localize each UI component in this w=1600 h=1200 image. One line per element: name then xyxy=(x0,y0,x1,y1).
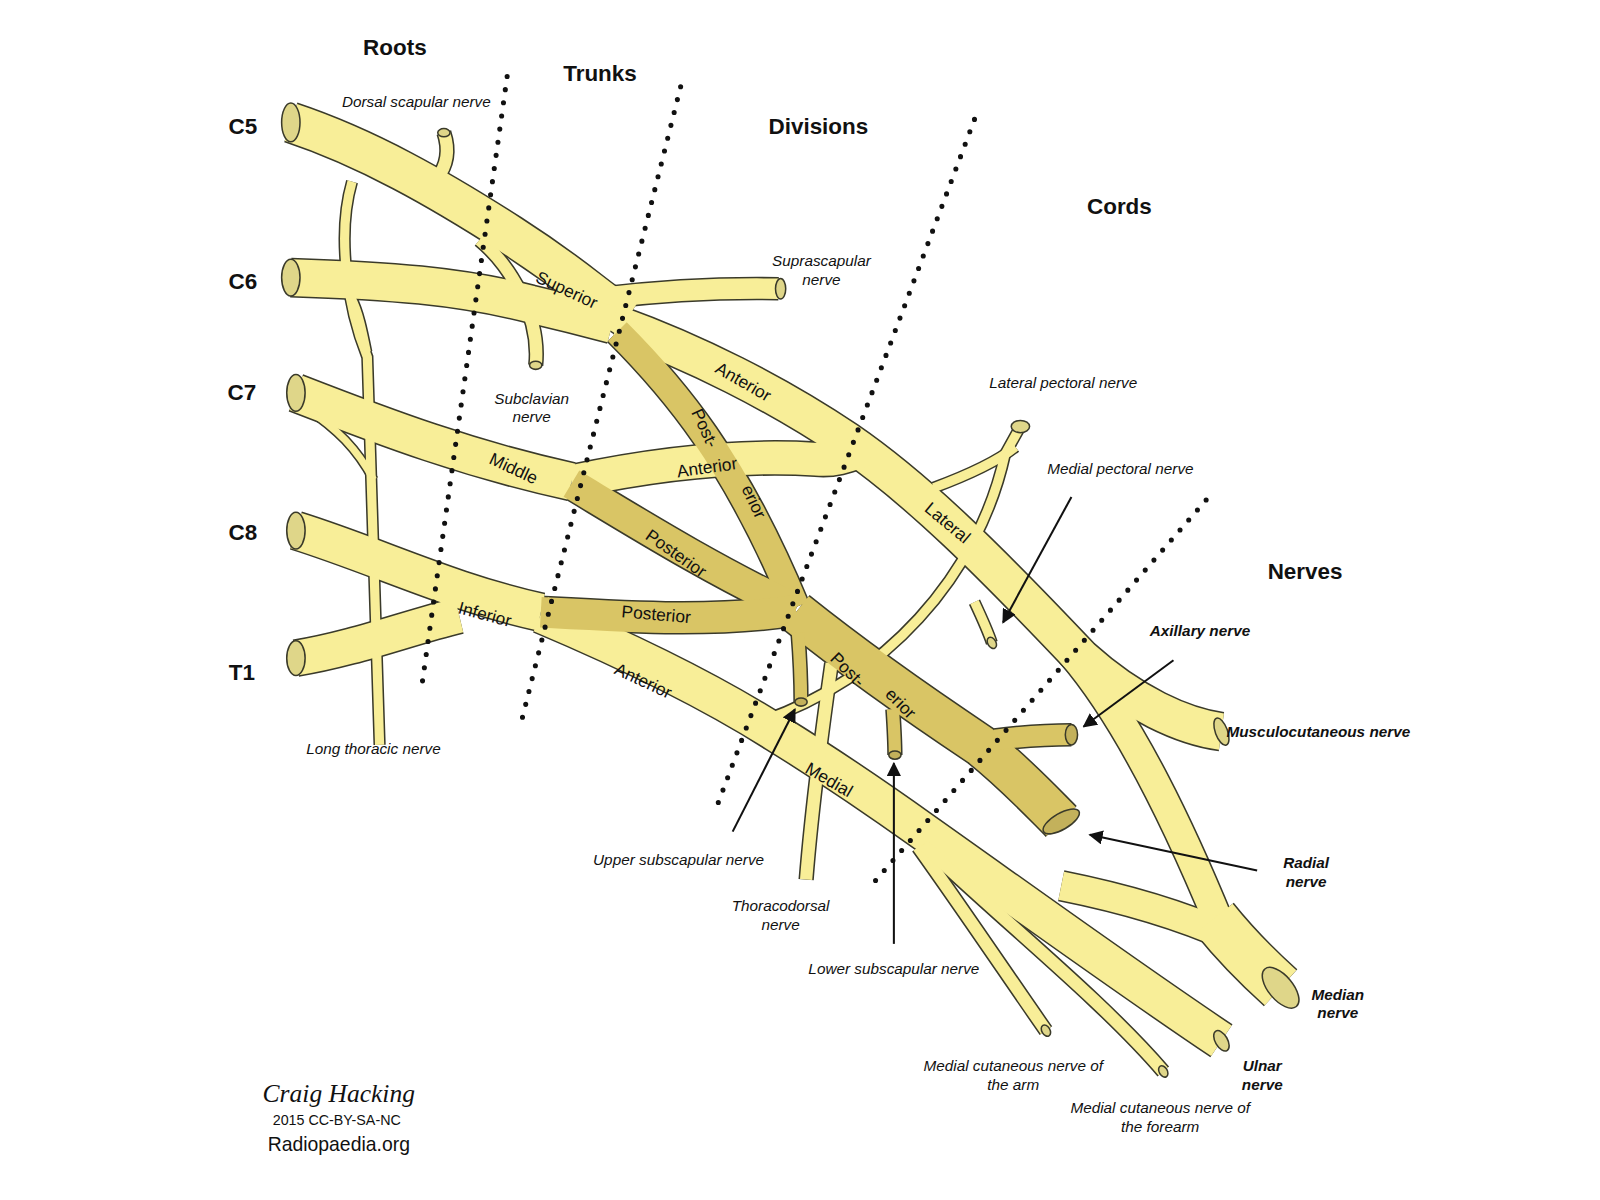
nerve-end xyxy=(795,698,807,706)
nerve-label: Medial cutaneous nerve of the arm xyxy=(921,1057,1105,1094)
nerve-end xyxy=(985,636,998,651)
nerve-end xyxy=(287,374,305,411)
nerve-end xyxy=(1065,724,1077,744)
license-note: 2015 CC-BY-SA-NC xyxy=(273,1112,401,1129)
division-label: Anterior xyxy=(676,454,739,483)
nerve-end xyxy=(776,279,786,299)
trunk-label: Middle xyxy=(486,449,541,489)
nerve-label: Lateral pectoral nerve xyxy=(977,373,1150,391)
nerve-outline xyxy=(617,324,1221,731)
nerve-label: Long thoracic nerve xyxy=(271,740,475,758)
zone-heading: Divisions xyxy=(768,114,868,141)
zone-divider xyxy=(714,119,974,813)
cord-label: Post- xyxy=(825,649,868,692)
nerve-end xyxy=(282,103,300,142)
nerve-end xyxy=(287,641,305,676)
division-label: Posterior xyxy=(621,602,692,629)
leader-arrow xyxy=(1090,835,1257,871)
division-label: Post- xyxy=(686,406,722,451)
division-label: Posterior xyxy=(641,526,710,583)
nerve-label: Subclavian nerve xyxy=(476,390,588,427)
source-watermark: Radiopaedia.org xyxy=(268,1133,410,1156)
cord-label: erior xyxy=(880,684,919,723)
root-label: C6 xyxy=(229,268,258,295)
nerve-label: Dorsal scapular nerve xyxy=(340,93,493,111)
nerve-label: Lower subscapular nerve xyxy=(802,960,986,978)
nerve xyxy=(923,845,1163,1072)
nerve xyxy=(893,709,895,755)
nerve-outline xyxy=(296,531,541,613)
nerve-label: Suprascapular nerve xyxy=(755,252,888,289)
nerve-label: Medial cutaneous nerve of the forearm xyxy=(1063,1099,1257,1136)
zone-heading: Cords xyxy=(1087,194,1152,221)
nerve-end xyxy=(287,512,305,549)
zone-heading: Roots xyxy=(363,34,427,61)
nerve-end xyxy=(1157,1064,1170,1079)
nerve-end xyxy=(438,129,450,137)
nerve-end xyxy=(889,751,901,759)
root-label: C5 xyxy=(229,114,258,141)
cord-label: Lateral xyxy=(920,498,974,548)
nerve xyxy=(617,332,796,608)
root-label: T1 xyxy=(229,660,255,687)
zone-divider xyxy=(876,500,1207,881)
nerve-end xyxy=(1211,1028,1233,1054)
nerve-label: Radial nerve xyxy=(1265,854,1347,891)
trunk-label: Superior xyxy=(532,268,600,315)
division-label: Anterior xyxy=(611,659,675,704)
root-label: C7 xyxy=(227,379,256,406)
nerve xyxy=(995,735,1072,740)
nerve-label: Median nerve xyxy=(1297,986,1379,1023)
leader-arrow xyxy=(733,709,795,831)
nerve-end xyxy=(1039,804,1083,839)
nerve-outline xyxy=(798,633,801,702)
nerve-label: Thoracodorsal nerve xyxy=(714,897,847,934)
cord-label: Medial xyxy=(801,759,856,803)
zone-divider xyxy=(421,77,507,689)
root-label: C8 xyxy=(229,519,258,546)
author-signature: Craig Hacking xyxy=(263,1079,415,1110)
zone-heading: Trunks xyxy=(563,61,637,88)
nerve-end xyxy=(1255,961,1305,1014)
leader-arrow xyxy=(1084,660,1174,726)
nerve xyxy=(934,447,1016,488)
leader-arrow xyxy=(893,763,895,944)
nerve-outline xyxy=(796,612,1061,821)
nerve-end xyxy=(530,361,542,369)
trunk-label: Inferior xyxy=(456,598,514,632)
nerve-end xyxy=(282,259,300,296)
division-label: erior xyxy=(736,482,770,522)
nerve-label: Musculocutaneous nerve xyxy=(1221,722,1415,740)
nerve xyxy=(296,615,459,658)
nerve xyxy=(796,612,1061,821)
leader-arrow xyxy=(1003,497,1071,623)
nerve xyxy=(798,633,801,702)
nerve-outline xyxy=(893,709,895,755)
nerve-label: Upper subscapular nerve xyxy=(587,851,771,869)
nerve-end xyxy=(1011,420,1029,432)
nerve-label: Axillary nerve xyxy=(1149,621,1251,639)
nerve-label: Ulnar nerve xyxy=(1227,1057,1298,1094)
nerve-end xyxy=(1039,1023,1052,1038)
nerve-label: Medial pectoral nerve xyxy=(1034,460,1207,478)
nerve xyxy=(352,298,367,352)
zone-heading: Nerves xyxy=(1268,559,1343,586)
nerve xyxy=(296,531,541,613)
nerve-outline xyxy=(296,615,459,658)
division-label: Anterior xyxy=(711,358,774,406)
nerve xyxy=(617,324,1221,731)
nerve-outline xyxy=(995,735,1072,740)
